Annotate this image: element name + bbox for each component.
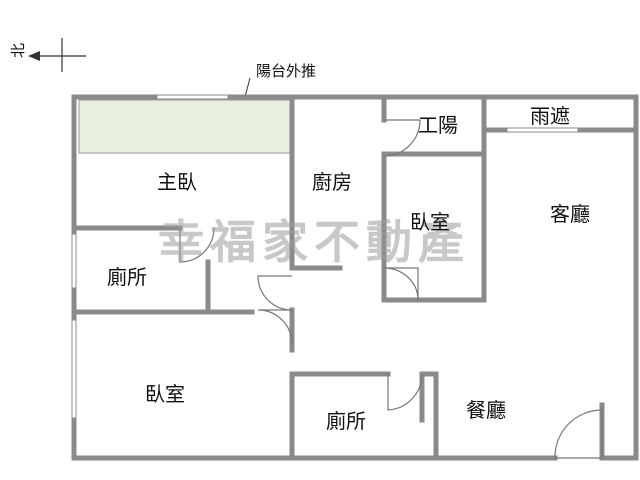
balcony-note-leader — [244, 77, 251, 98]
walls — [71, 94, 639, 461]
compass: 北 — [9, 38, 86, 72]
room-label-bedroom-lower: 臥室 — [145, 382, 185, 406]
door-bedroom-center — [383, 267, 419, 301]
room-label-kitchen: 廚房 — [312, 170, 352, 194]
compass-north-label: 北 — [9, 43, 27, 58]
door-toilet-upper — [179, 227, 215, 263]
windows — [71, 94, 580, 420]
balcony-note: 陽台外推 — [244, 62, 316, 98]
door-hall-upper — [257, 275, 293, 311]
room-label-dining-room: 餐廳 — [466, 398, 506, 422]
room-label-toilet-upper: 廁所 — [107, 265, 147, 289]
room-label-canopy: 雨遮 — [530, 104, 570, 128]
room-label-bedroom-center: 臥室 — [410, 210, 450, 234]
door-entrance — [554, 409, 603, 459]
room-label-utility-balcony: 工陽 — [418, 113, 458, 137]
door-hall-lower — [257, 309, 293, 345]
enclosed-balcony-area — [78, 99, 291, 154]
door-toilet-lower — [387, 373, 423, 411]
doors — [179, 119, 603, 459]
compass-arrow-head — [28, 51, 40, 61]
room-label-master-bedroom: 主臥 — [157, 170, 197, 194]
room-label-toilet-lower: 廁所 — [326, 409, 366, 433]
room-label-living-room: 客廳 — [550, 202, 590, 226]
watermark: 幸福家不動產 — [158, 215, 470, 269]
balcony-note-label: 陽台外推 — [256, 62, 316, 80]
door-utility-balcony — [383, 119, 421, 157]
